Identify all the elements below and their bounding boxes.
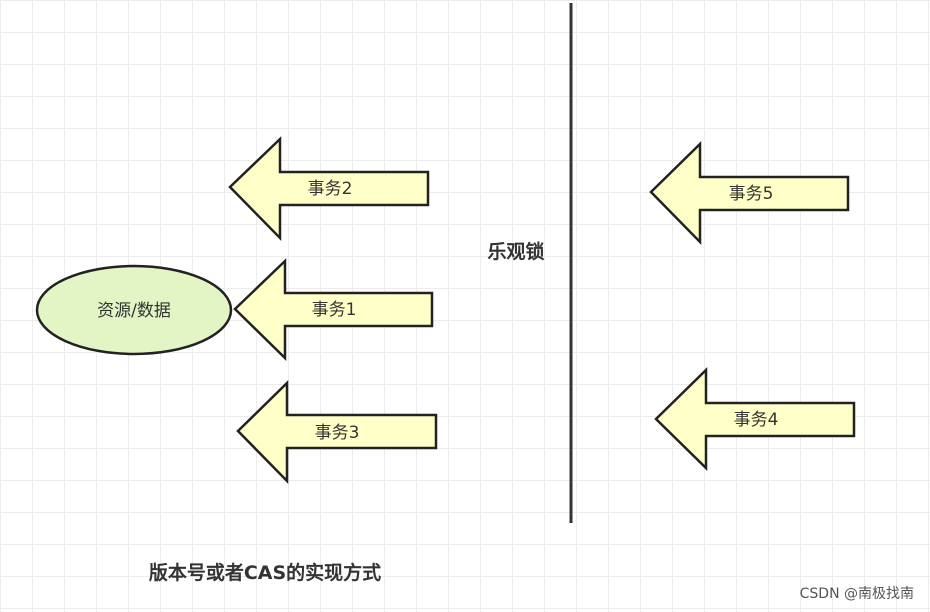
caption: 版本号或者CAS的实现方式 (149, 561, 381, 584)
transaction-5-arrow (649, 141, 850, 246)
optimistic-lock-label: 乐观锁 (487, 240, 544, 263)
transaction-1-arrow (233, 258, 434, 361)
transaction-4-label: 事务4 (734, 410, 779, 430)
transaction-1-label: 事务1 (312, 300, 357, 320)
transaction-5-label: 事务5 (729, 184, 774, 204)
transaction-4-arrow (654, 367, 856, 471)
transaction-2-label: 事务2 (308, 179, 353, 199)
watermark: CSDN @南极找南 (800, 586, 914, 602)
transaction-3-arrow (236, 380, 438, 485)
resource-label: 资源/数据 (97, 301, 171, 321)
transaction-2-arrow (228, 136, 430, 242)
transaction-3-label: 事务3 (315, 423, 360, 443)
resource-ellipse (35, 264, 233, 356)
